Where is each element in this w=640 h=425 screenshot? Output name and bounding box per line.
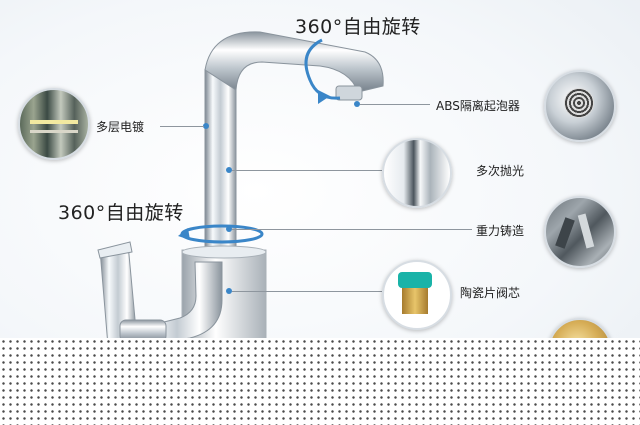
marker-polish (226, 167, 232, 173)
leader-aerator (360, 104, 430, 105)
leader-cartridge (232, 291, 382, 292)
ceramic-cartridge-icon (382, 260, 452, 330)
leader-polish (232, 170, 382, 171)
casting-label: 重力铸造 (476, 224, 525, 238)
leader-multilayer (160, 126, 204, 127)
cartridge-label: 陶瓷片阀芯 (460, 286, 521, 300)
aerator-label: ABS隔离起泡器 (436, 99, 520, 113)
leader-casting (232, 229, 472, 230)
rotate-mid-label: 360°自由旋转 (58, 202, 184, 224)
marker-casting (226, 226, 232, 232)
marker-cartridge (226, 288, 232, 294)
dotted-pattern-band (0, 338, 640, 425)
casting-tools-icon (544, 196, 616, 268)
marker-multilayer (203, 123, 209, 129)
multilayer-label: 多层电镀 (96, 120, 145, 134)
polish-label: 多次抛光 (476, 164, 525, 178)
aerator-icon (544, 70, 616, 142)
marker-aerator (354, 101, 360, 107)
plating-layers-icon (18, 88, 90, 160)
polished-pipe-icon (382, 138, 452, 208)
rotate-top-label: 360°自由旋转 (295, 16, 421, 38)
